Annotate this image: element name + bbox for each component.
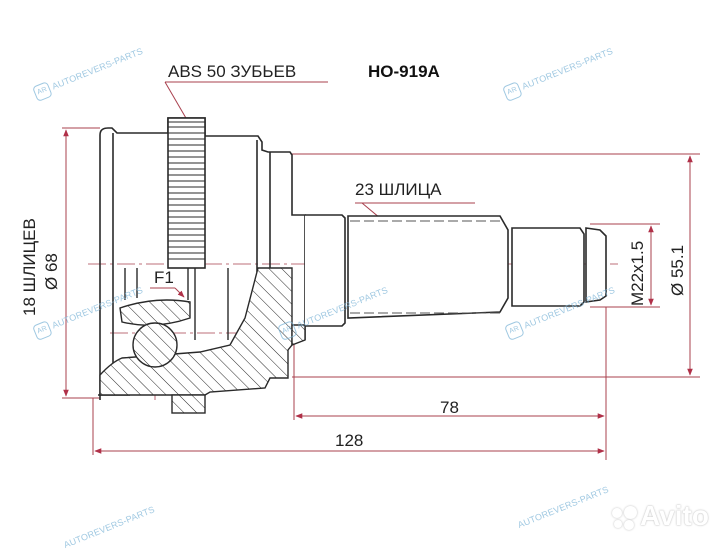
outer-diameter-dimension: Ø 68 (42, 253, 61, 290)
shaft-splines-label: 23 ШЛИЦА (355, 180, 442, 199)
shaft-length-dimension: 78 (440, 398, 459, 417)
avito-watermark: Avito (612, 500, 709, 532)
spline-dashes (350, 220, 500, 314)
abs-ring-teeth (168, 121, 205, 260)
total-length-dimension: 128 (335, 431, 364, 450)
abs-teeth-label: ABS 50 ЗУБЬЕВ (168, 62, 297, 81)
avito-logo-icon (612, 505, 638, 530)
thread-dimension: M22x1.5 (628, 240, 647, 306)
part-number: HO-919A (368, 62, 440, 81)
shaft (305, 214, 607, 327)
section-mark-label: F1 (154, 268, 174, 287)
seal-diameter-dimension: Ø 55.1 (668, 244, 687, 296)
inner-splines-label: 18 ШЛИЦЕВ (20, 218, 39, 316)
section-view (99, 267, 306, 414)
